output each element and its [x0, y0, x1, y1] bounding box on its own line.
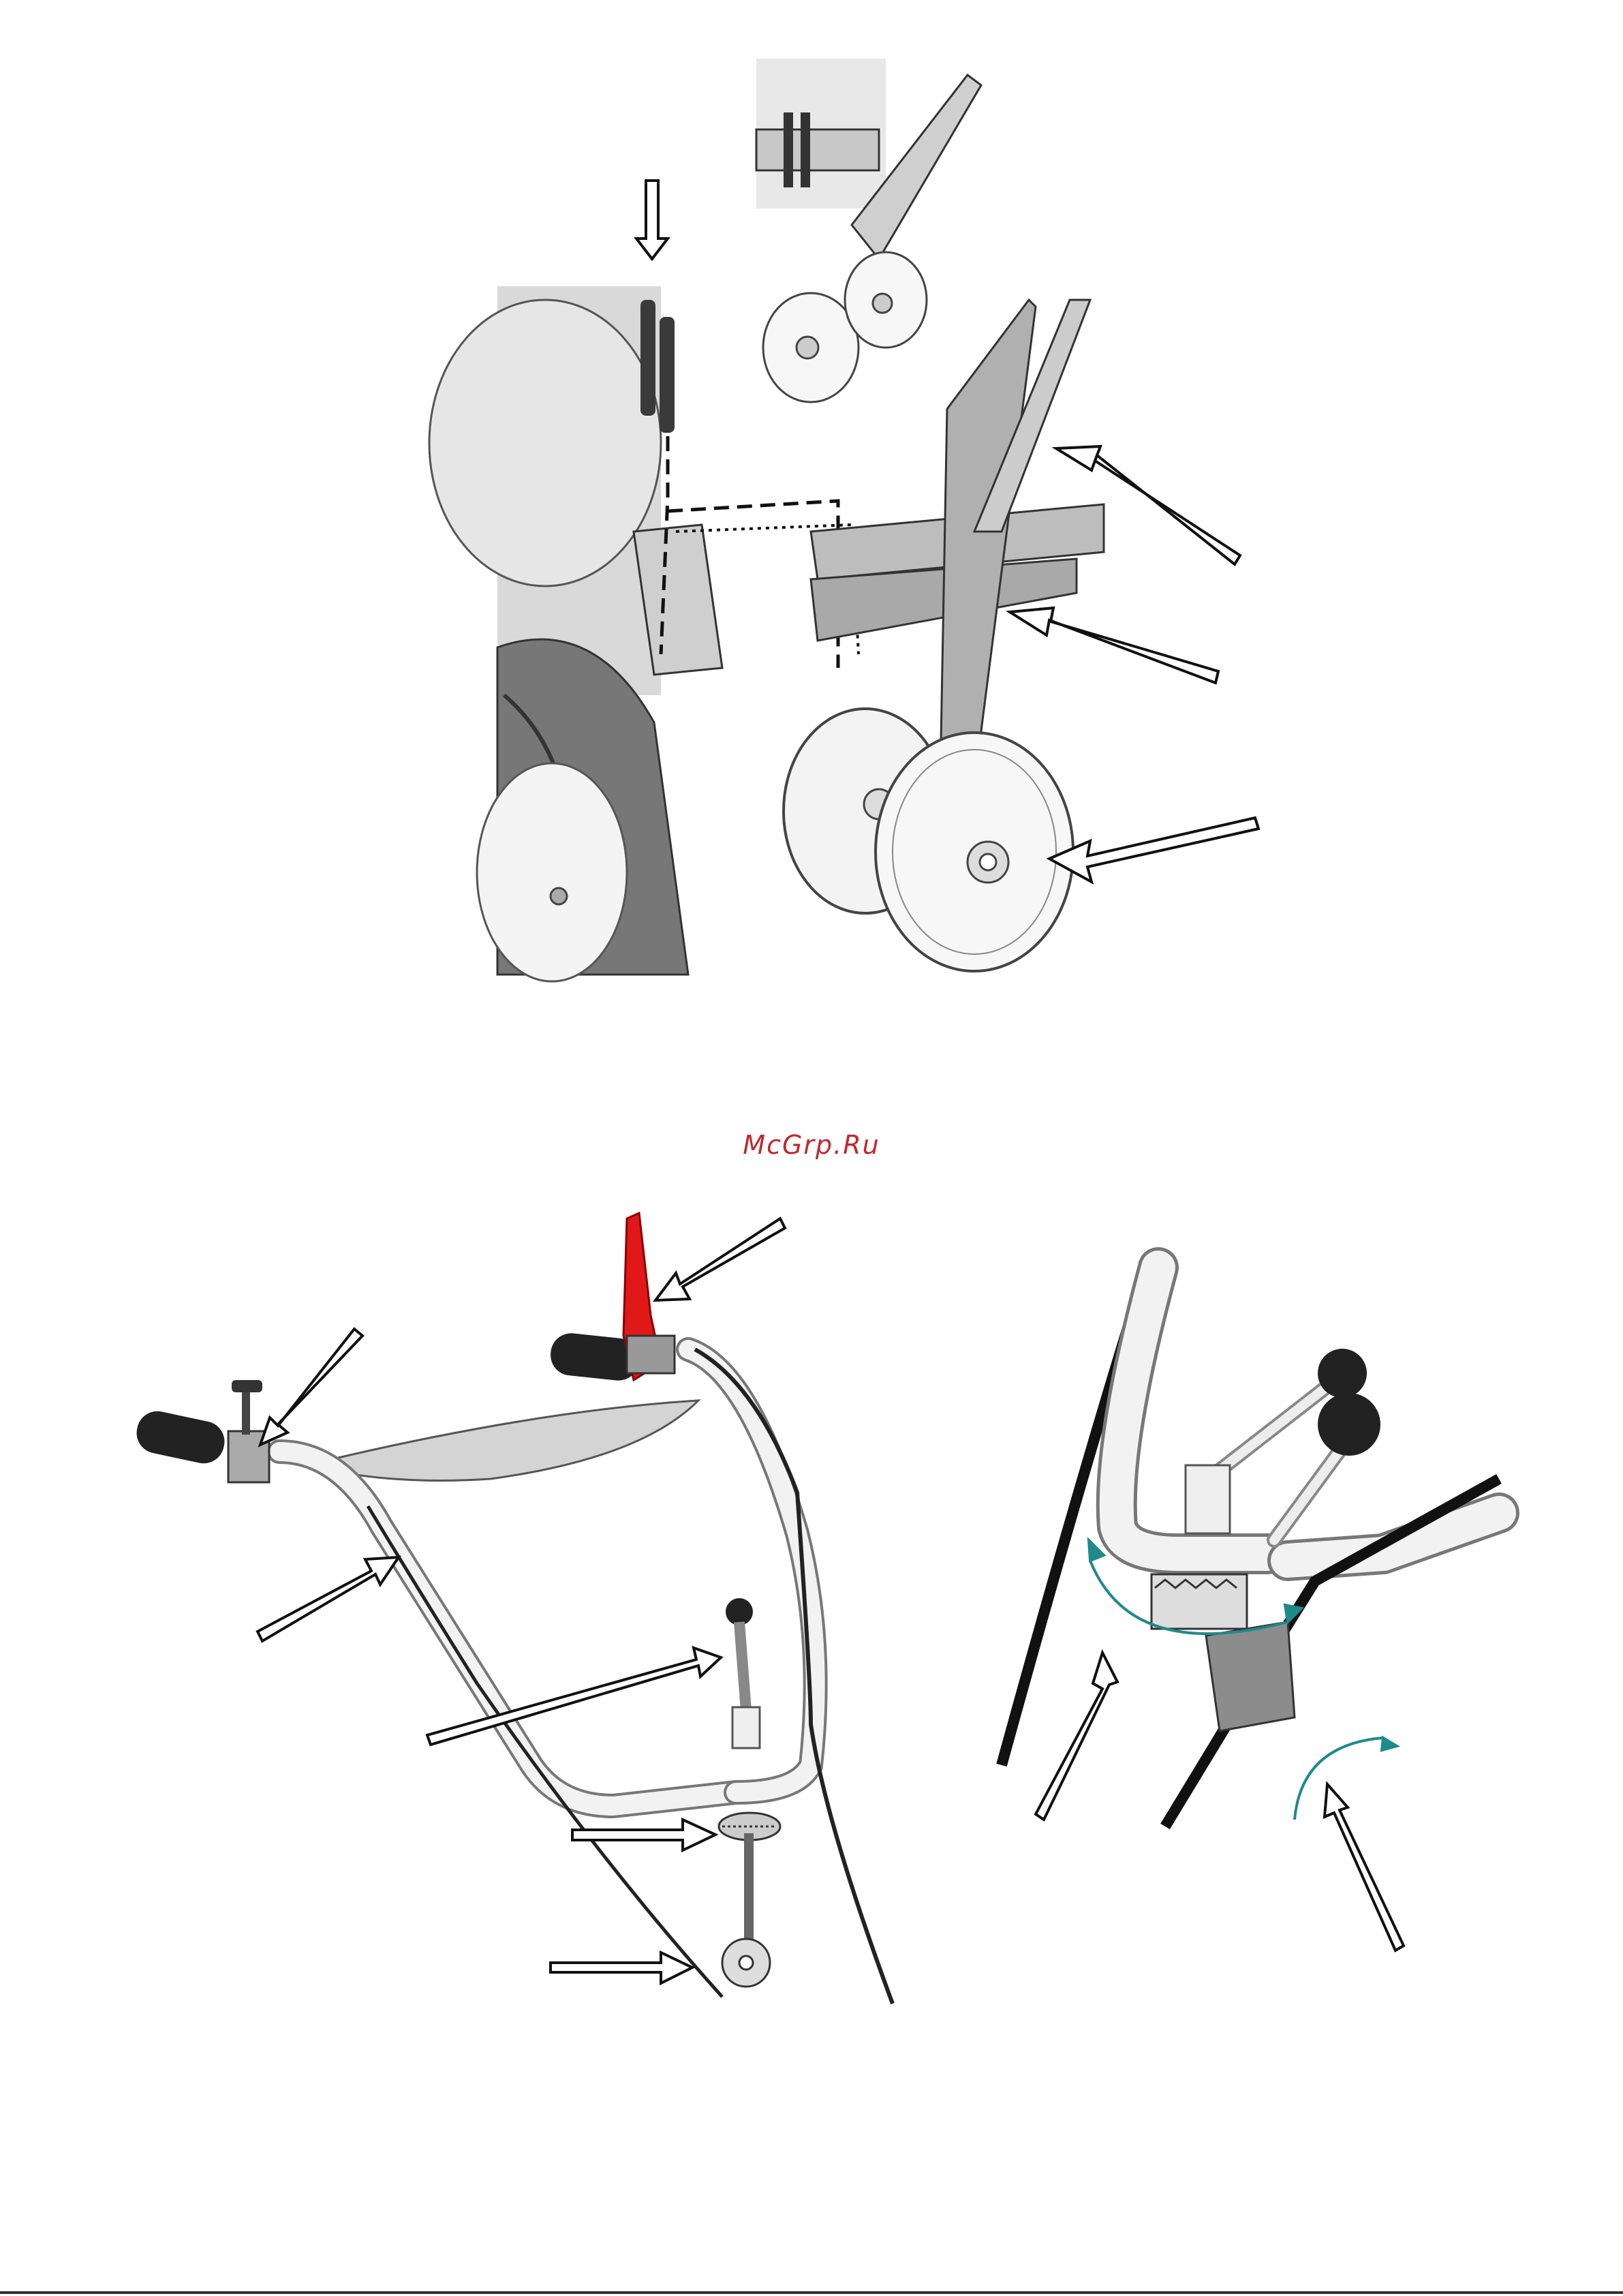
- figure-handlebar-assembly: [123, 1206, 920, 2004]
- callout-arrow-left-tube: [258, 1557, 399, 1641]
- figure-attachment-frame: [497, 55, 1267, 981]
- callout-arrow-red-lever: [655, 1219, 785, 1300]
- handlebar-left-tube: [279, 1452, 736, 1806]
- handlebar-illustration: [123, 1206, 920, 2004]
- adjustment-gear-lower: [722, 1939, 770, 1987]
- ratchet-mechanism: [1151, 1574, 1295, 1731]
- figure-adjustment-detail: [1002, 1254, 1506, 1963]
- control-cable: [695, 1349, 893, 2004]
- callout-arrow-rotation: [1325, 1784, 1404, 1950]
- callout-arrow-wheel: [1049, 818, 1258, 882]
- handlebar-shield: [307, 1400, 698, 1481]
- throttle-clamp: [228, 1380, 269, 1482]
- callout-arrow-beam: [1010, 608, 1218, 683]
- gear-lever: [726, 1598, 760, 1748]
- callout-arrow-ratchet: [1036, 1653, 1117, 1820]
- footer-rule: [0, 2291, 1623, 2294]
- adjustment-detail-illustration: [1002, 1254, 1506, 1963]
- watermark: McGrp.Ru: [0, 1130, 1623, 1160]
- callout-arrows: [258, 1219, 785, 1983]
- detail-levers: [1186, 1349, 1380, 1540]
- insert-down-arrow: [636, 181, 668, 259]
- inset-frame-with-wheels: [756, 59, 981, 402]
- support-wheels: [784, 709, 1073, 971]
- attachment-frame-illustration: [497, 55, 1267, 981]
- lever-knob-1: [1318, 1349, 1367, 1398]
- lever-knob-2: [1318, 1393, 1380, 1456]
- callout-arrow-upper-gear: [572, 1820, 715, 1850]
- callout-arrow-throttle: [260, 1329, 362, 1445]
- callout-arrow-lower-gear: [551, 1953, 692, 1983]
- left-grip: [133, 1407, 228, 1467]
